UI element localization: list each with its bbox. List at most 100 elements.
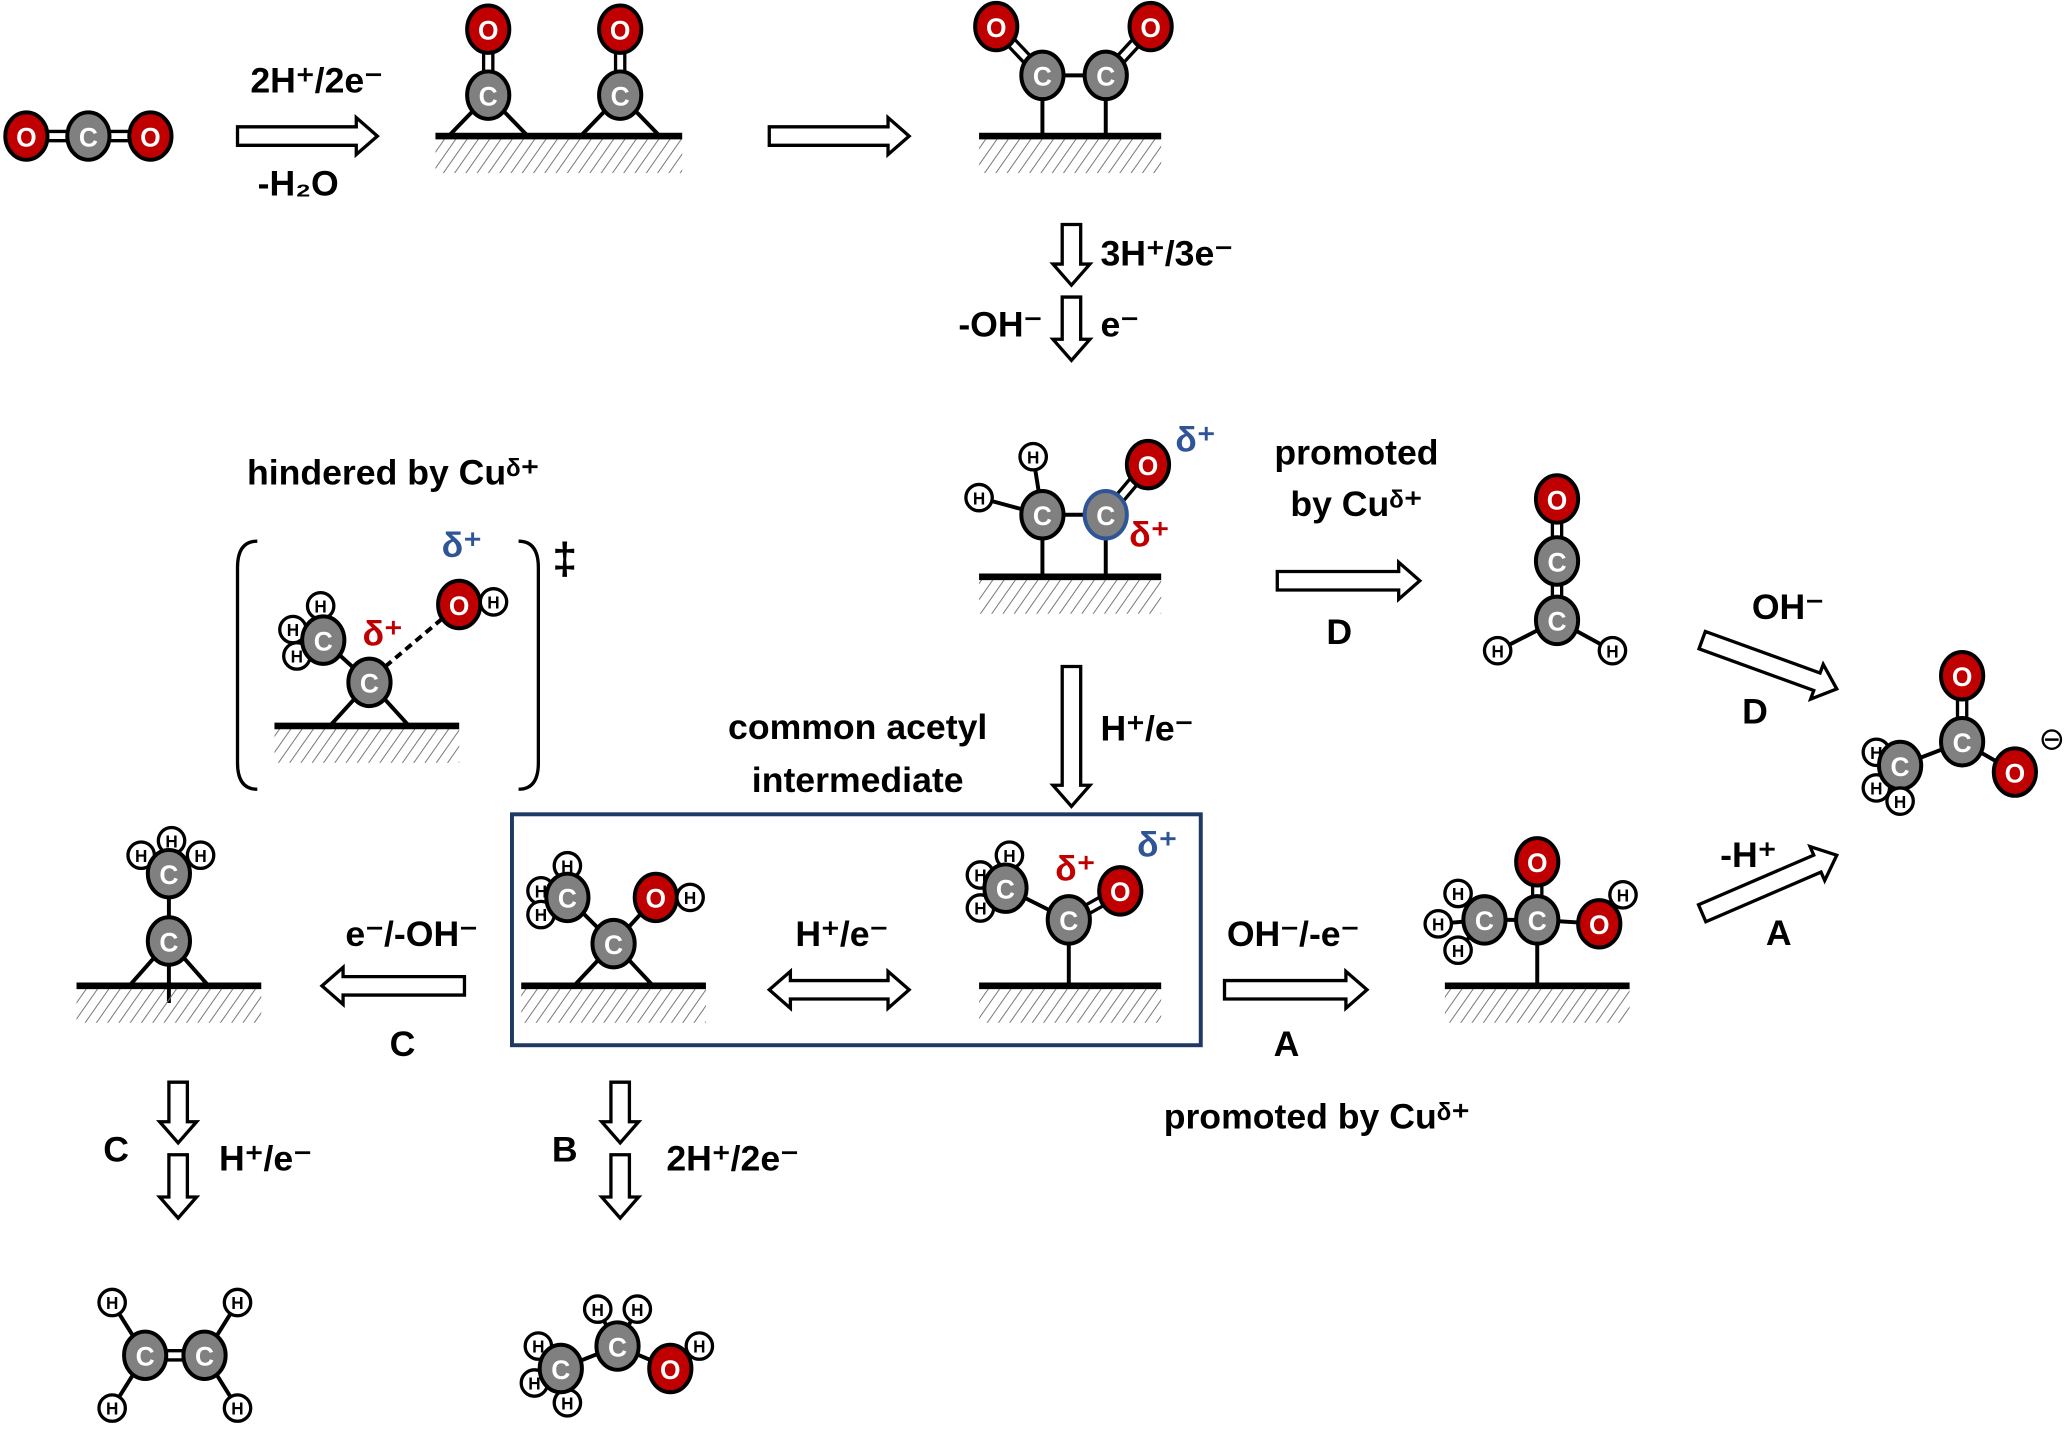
svg-text:H: H: [1452, 941, 1464, 961]
delta-plus-red: δ⁺: [362, 613, 402, 653]
carbon-atom: C: [1019, 489, 1066, 541]
hydrogen-atom: H: [156, 825, 187, 856]
surface-hatch: [979, 579, 1162, 614]
oxygen-atom: O: [3, 110, 50, 162]
svg-text:C: C: [1528, 906, 1547, 936]
oxygen-atom: O: [1533, 473, 1581, 525]
svg-text:O: O: [1952, 662, 1973, 692]
surface-hatch: [521, 988, 706, 1023]
reaction-arrow-icon: [1696, 629, 1840, 702]
hydrogen-atom: H: [222, 1287, 253, 1318]
hydrogen-atom: H: [675, 882, 705, 913]
label-common-1: common acetyl: [728, 707, 987, 747]
hydrogen-atom: H: [622, 1294, 653, 1324]
svg-text:C: C: [479, 81, 498, 111]
label-step3-right: 3H⁺/3e⁻: [1100, 233, 1233, 273]
label-oh-minus: OH⁻: [1752, 587, 1824, 627]
hydrogen-atom: H: [478, 587, 509, 617]
carbon-atom: C: [65, 110, 112, 162]
delta-plus-blue: δ⁺: [1175, 419, 1215, 459]
carbon-atom: C: [300, 614, 347, 666]
label-e-oh: e⁻/-OH⁻: [345, 914, 478, 954]
label-step4-left: -OH⁻: [958, 305, 1042, 345]
svg-text:H: H: [1491, 641, 1503, 661]
svg-text:C: C: [558, 884, 577, 914]
svg-text:C: C: [608, 1332, 627, 1362]
oxygen-atom: O: [1124, 438, 1172, 491]
reaction-arrow-icon: [156, 1080, 201, 1146]
carbon-atom: C: [1082, 49, 1129, 102]
svg-text:H: H: [1617, 885, 1629, 905]
surface-hatch: [1444, 988, 1630, 1023]
svg-text:H: H: [1432, 914, 1444, 934]
oxygen-atom: O: [647, 1342, 694, 1395]
carbon-atom: C: [544, 871, 591, 924]
carbon-atom: C: [594, 1320, 641, 1372]
svg-text:C: C: [1953, 728, 1972, 758]
label-path-a2: A: [1766, 913, 1792, 953]
svg-text:H: H: [631, 1300, 643, 1320]
oxygen-atom: O: [632, 871, 679, 924]
label-2h-2e: 2H⁺/2e⁻: [666, 1139, 799, 1179]
carbon-atom: C: [1082, 489, 1129, 541]
svg-text:C: C: [1033, 62, 1052, 92]
label-h-e-equilibrium: H⁺/e⁻: [795, 914, 888, 954]
svg-text:O: O: [16, 122, 37, 152]
svg-text:H: H: [535, 905, 547, 925]
svg-text:O: O: [1547, 485, 1568, 515]
delta-plus-blue: δ⁺: [1137, 825, 1177, 865]
svg-text:H: H: [1894, 792, 1906, 812]
carbon-atom: C: [465, 69, 512, 121]
svg-text:C: C: [551, 1355, 570, 1385]
svg-text:H: H: [1606, 641, 1618, 661]
hydrogen-atom: H: [964, 482, 994, 513]
svg-text:H: H: [1003, 846, 1015, 866]
left-bracket: [235, 539, 258, 791]
svg-text:O: O: [1110, 877, 1131, 907]
carbon-atom: C: [122, 1329, 169, 1382]
reaction-arrow-icon: [1049, 295, 1094, 363]
oxygen-atom: O: [127, 110, 174, 162]
svg-text:H: H: [974, 899, 986, 919]
svg-text:H: H: [684, 888, 696, 908]
oxygen-atom: O: [1127, 0, 1174, 53]
carbon-atom: C: [1045, 894, 1092, 946]
svg-text:C: C: [1059, 906, 1078, 936]
hydrogen-atom: H: [1885, 786, 1915, 816]
svg-text:H: H: [135, 846, 147, 866]
svg-text:C: C: [136, 1342, 155, 1372]
surface-hatch: [274, 728, 460, 763]
oxygen-atom: O: [1991, 746, 2038, 798]
svg-text:H: H: [194, 846, 206, 866]
oxygen-atom: O: [1097, 865, 1144, 917]
surface-hatch: [979, 138, 1162, 174]
hydrogen-atom: H: [97, 1393, 128, 1423]
svg-text:H: H: [231, 1293, 243, 1313]
svg-text:C: C: [360, 669, 379, 699]
reaction-arrow-icon: [598, 1153, 643, 1221]
label-oh-minus-e: OH⁻/-e⁻: [1227, 914, 1360, 954]
hydrogen-atom: H: [1482, 635, 1513, 666]
svg-text:C: C: [79, 122, 98, 152]
carbon-atom: C: [145, 915, 192, 967]
svg-text:C: C: [1547, 607, 1566, 637]
svg-text:C: C: [195, 1342, 214, 1372]
svg-text:O: O: [1589, 910, 1610, 940]
carbon-atom: C: [1514, 894, 1561, 946]
label-hindered: hindered by Cuᵟ⁺: [247, 452, 539, 492]
delta-plus-red: δ⁺: [1129, 514, 1169, 554]
hydrogen-atom: H: [1018, 441, 1049, 472]
reaction-arrow-icon: [1049, 664, 1094, 809]
svg-text:C: C: [1096, 62, 1115, 92]
svg-text:C: C: [1033, 501, 1052, 531]
right-bracket: [518, 539, 541, 791]
svg-text:H: H: [561, 856, 573, 876]
svg-text:H: H: [561, 1393, 573, 1413]
reaction-arrow-icon: [767, 113, 912, 159]
svg-text:H: H: [1452, 884, 1464, 904]
label-path-b: B: [552, 1129, 578, 1169]
reaction-arrow-icon: [1696, 843, 1840, 924]
svg-text:H: H: [532, 1337, 544, 1357]
label-promoted-bottom: promoted by Cuᵟ⁺: [1164, 1096, 1470, 1136]
label-path-a1: A: [1274, 1024, 1300, 1064]
